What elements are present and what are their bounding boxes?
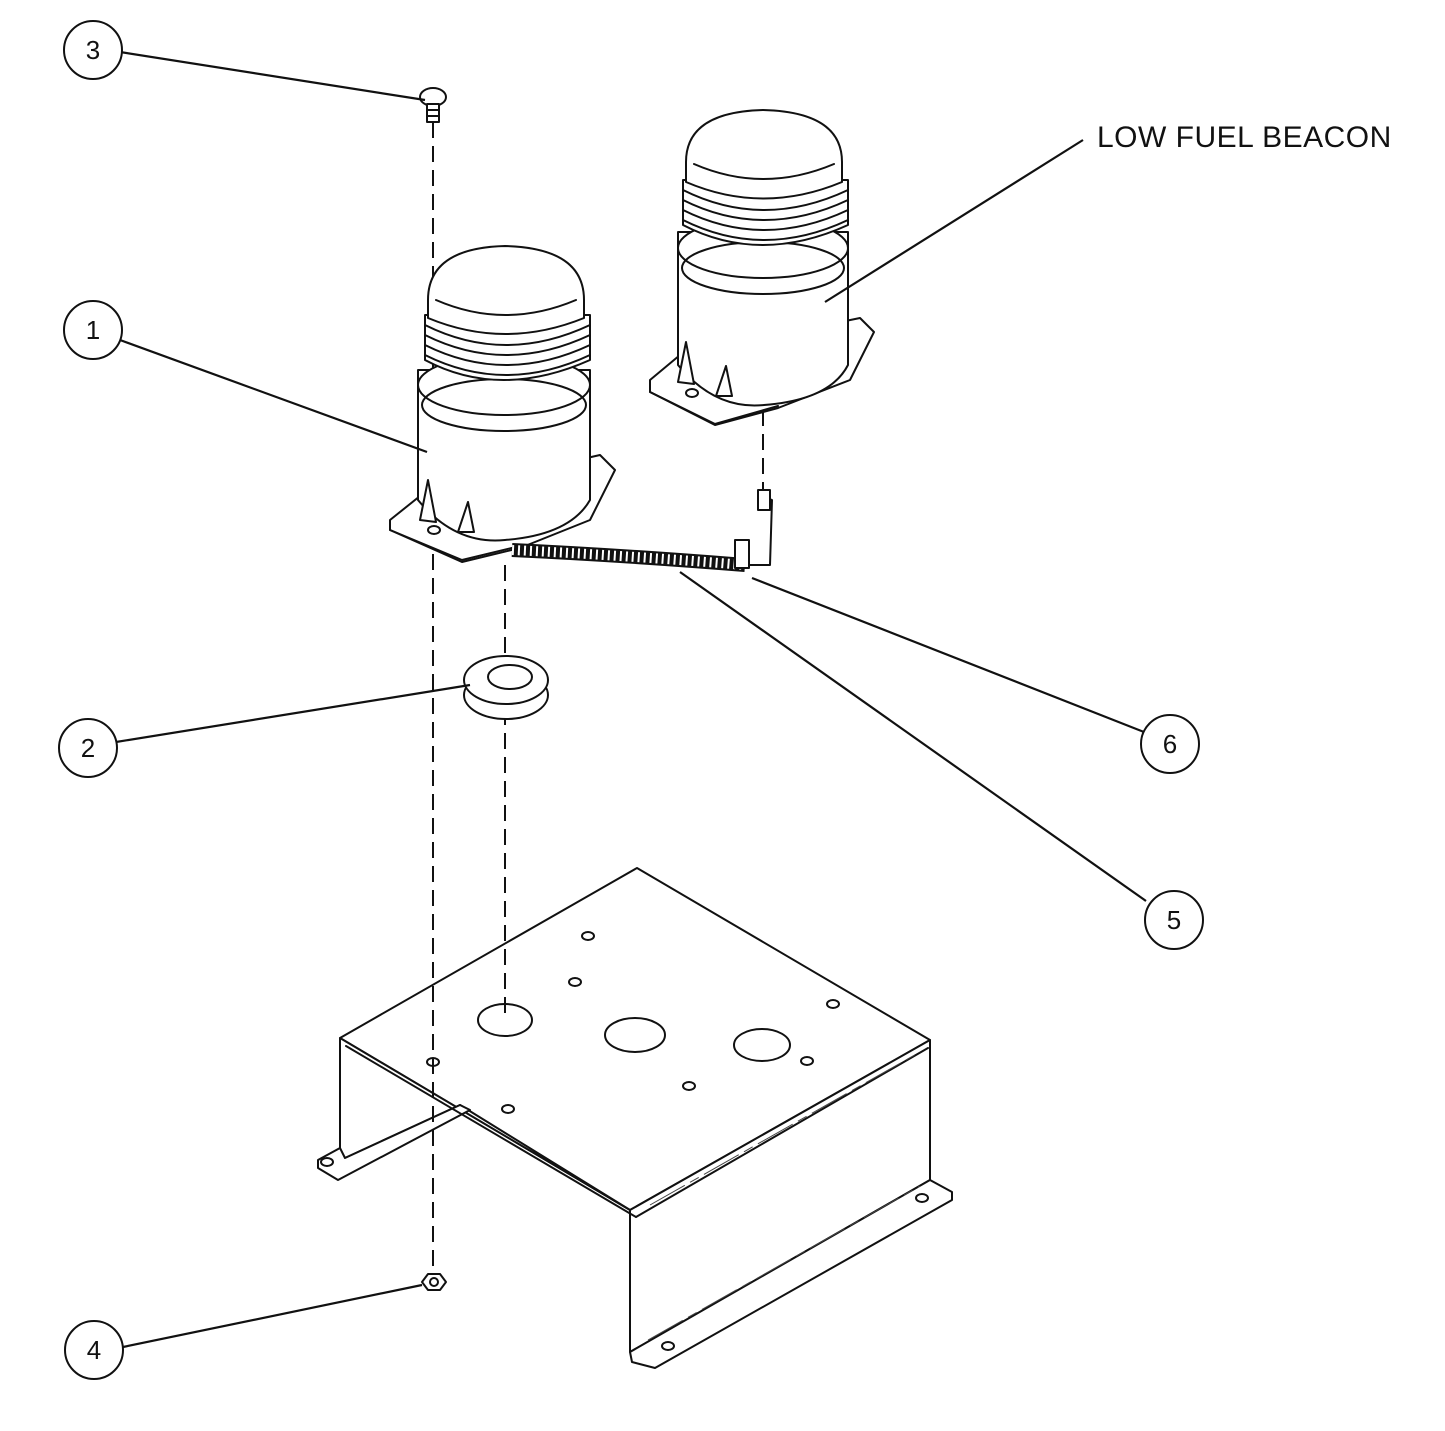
- callout-1: 1: [63, 300, 123, 360]
- callout-4-label: 4: [87, 1335, 101, 1365]
- callout-6: 6: [1140, 714, 1200, 774]
- callout-6-label: 6: [1163, 729, 1177, 759]
- low-fuel-beacon-label: LOW FUEL BEACON: [1097, 121, 1392, 154]
- callout-5-label: 5: [1167, 905, 1181, 935]
- callout-2-label: 2: [81, 733, 95, 763]
- callout-3-label: 3: [86, 35, 100, 65]
- nut: [421, 1273, 447, 1291]
- callout-5: 5: [1144, 890, 1204, 950]
- leader-lines: [115, 50, 1147, 1349]
- wire-harness: [511, 489, 773, 572]
- callout-1-label: 1: [86, 315, 100, 345]
- mounting-bracket: [317, 867, 953, 1369]
- low-fuel-beacon: [649, 109, 875, 426]
- callout-4: 4: [64, 1320, 124, 1380]
- beacon-1: [389, 245, 616, 563]
- callout-3: 3: [63, 20, 123, 80]
- screw: [419, 87, 447, 123]
- callout-2: 2: [58, 718, 118, 778]
- grommet: [463, 655, 549, 720]
